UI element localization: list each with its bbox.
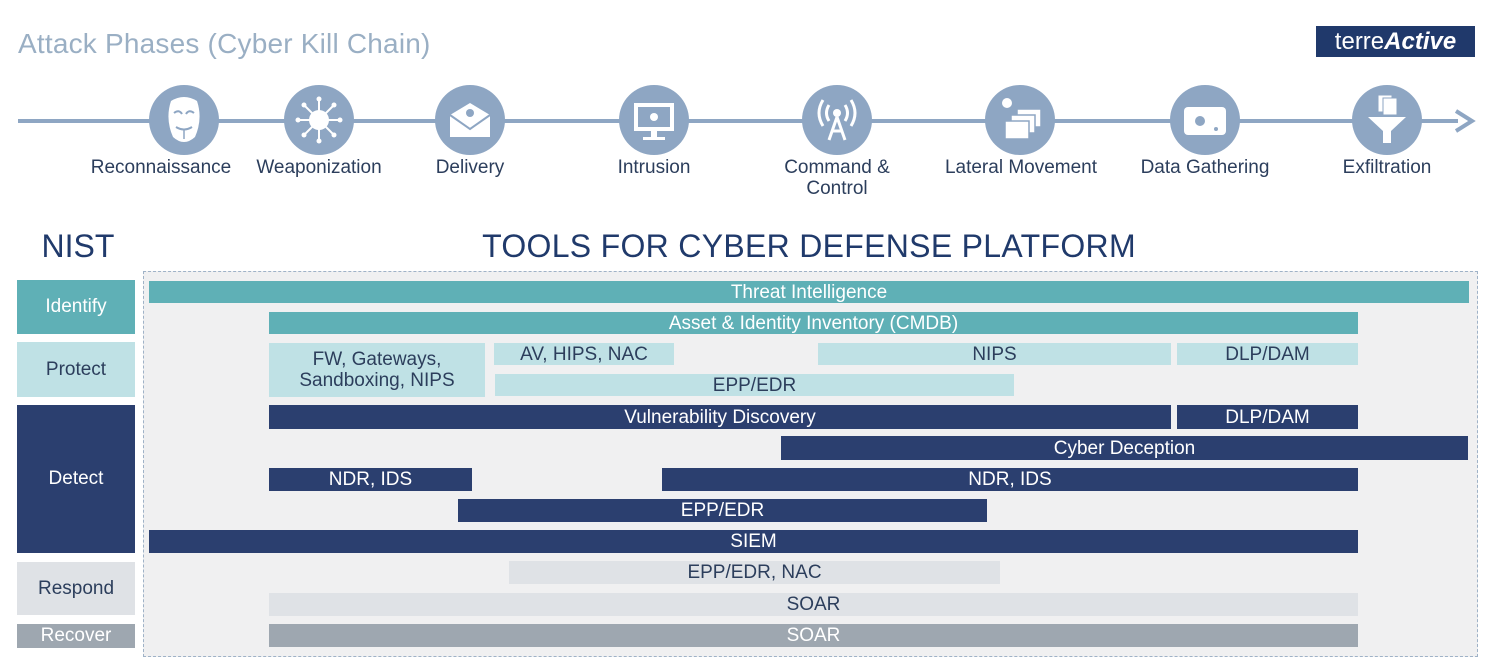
- phase-label-lateral-movement: Lateral Movement: [944, 157, 1098, 178]
- nist-detect: Detect: [17, 405, 135, 553]
- logo-text-bold: Active: [1384, 28, 1457, 55]
- bar-ndr-ids-2: NDR, IDS: [662, 468, 1358, 491]
- nist-protect: Protect: [17, 342, 135, 397]
- phase-label-weaponization: Weaponization: [256, 157, 382, 178]
- bar-nips: NIPS: [818, 343, 1171, 365]
- bar-epp-edr-nac: EPP/EDR, NAC: [509, 561, 1000, 584]
- bar-threat-intelligence: Threat Intelligence: [149, 281, 1469, 303]
- bar-epp-edr-protect: EPP/EDR: [495, 374, 1014, 396]
- tools-panel: [143, 271, 1478, 657]
- bar-dlp-dam-detect: DLP/DAM: [1177, 405, 1358, 429]
- phase-label-reconnaissance: Reconnaissance: [90, 157, 232, 178]
- bar-fw-line2: Sandboxing, NIPS: [299, 370, 455, 391]
- email-virus-icon: [435, 85, 505, 155]
- virus-icon: [284, 85, 354, 155]
- nist-respond: Respond: [17, 562, 135, 615]
- kill-chain-timeline: [18, 119, 1458, 123]
- monitor-virus-icon: [619, 85, 689, 155]
- bar-fw-line1: FW, Gateways,: [312, 349, 442, 370]
- phase-label-delivery: Delivery: [435, 157, 505, 178]
- nist-identify: Identify: [17, 280, 135, 334]
- bar-vulnerability-discovery: Vulnerability Discovery: [269, 405, 1171, 429]
- funnel-documents-icon: [1352, 85, 1422, 155]
- logo-text-light: terre: [1334, 28, 1385, 55]
- bar-cmdb: Asset & Identity Inventory (CMDB): [269, 312, 1358, 334]
- bar-dlp-dam-protect: DLP/DAM: [1177, 343, 1358, 365]
- bar-ndr-ids-1: NDR, IDS: [269, 468, 472, 491]
- timeline-arrowhead-icon: [1454, 109, 1476, 133]
- phase-label-intrusion: Intrusion: [617, 157, 691, 178]
- bar-soar-recover: SOAR: [269, 624, 1358, 647]
- bar-av-hips-nac: AV, HIPS, NAC: [494, 343, 674, 365]
- nist-heading: NIST: [41, 228, 115, 264]
- hard-drive-virus-icon: [1170, 85, 1240, 155]
- phase-label-exfiltration: Exfiltration: [1342, 157, 1432, 178]
- bar-epp-edr-detect: EPP/EDR: [458, 499, 987, 522]
- nist-recover: Recover: [17, 624, 135, 648]
- terreactive-logo: terreActive: [1316, 26, 1475, 57]
- bar-soar-respond: SOAR: [269, 593, 1358, 616]
- phase-label-data-gathering: Data Gathering: [1140, 157, 1270, 178]
- bar-siem: SIEM: [149, 530, 1358, 553]
- bar-fw-gateways: FW, Gateways, Sandboxing, NIPS: [269, 343, 485, 397]
- anonymous-mask-icon: [149, 85, 219, 155]
- multiple-screens-icon: [985, 85, 1055, 155]
- antenna-icon: [802, 85, 872, 155]
- bar-cyber-deception: Cyber Deception: [781, 436, 1468, 460]
- phase-label-command-control: Command & Control: [784, 157, 890, 199]
- page-title: Attack Phases (Cyber Kill Chain): [18, 28, 431, 59]
- tools-heading: TOOLS FOR CYBER DEFENSE PLATFORM: [482, 228, 1136, 264]
